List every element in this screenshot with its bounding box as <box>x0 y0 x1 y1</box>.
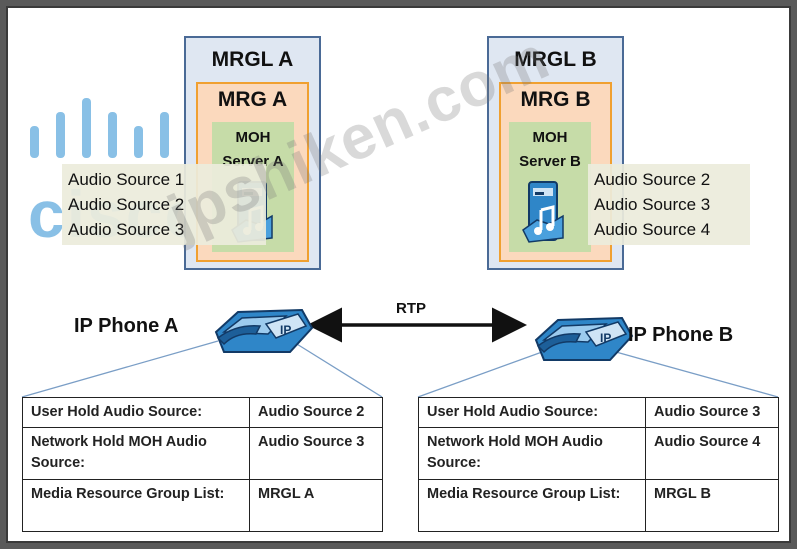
audio-list-a: Audio Source 1 Audio Source 2 Audio Sour… <box>62 164 266 245</box>
mrg-b-label: MRG B <box>520 88 591 111</box>
table-key: Network Hold MOH Audio Source: <box>22 427 250 480</box>
ip-phone-a-label: IP Phone A <box>74 315 179 337</box>
table-row: User Hold Audio Source: Audio Source 2 <box>22 397 383 428</box>
audio-item: Audio Source 2 <box>594 170 711 189</box>
audio-list-b: Audio Source 2 Audio Source 3 Audio Sour… <box>588 164 750 245</box>
moh-server-b-line1: MOH <box>532 129 568 146</box>
moh-server-a-line1: MOH <box>235 129 271 146</box>
table-key: Network Hold MOH Audio Source: <box>418 427 646 480</box>
table-row: Network Hold MOH Audio Source: Audio Sou… <box>418 427 779 480</box>
table-b-connector-right <box>615 351 779 398</box>
table-b-connector-left <box>417 351 543 398</box>
table-key: User Hold Audio Source: <box>22 397 250 428</box>
moh-server-b-line2: Server B <box>519 153 581 170</box>
mrg-a-label: MRG A <box>217 88 288 111</box>
audio-item: Audio Source 2 <box>68 195 185 214</box>
mrgl-b-label: MRGL B <box>514 48 597 71</box>
table-value: Audio Source 4 <box>645 427 779 480</box>
table-key: Media Resource Group List: <box>418 479 646 532</box>
audio-item: Audio Source 3 <box>594 195 711 214</box>
rtp-label: RTP <box>396 300 426 317</box>
diagram-canvas: cisco MRGL A MRG A MOH Server A Au <box>6 6 791 543</box>
ip-phone-a-icon: IP <box>214 308 314 353</box>
table-value: Audio Source 3 <box>645 397 779 428</box>
phone-b-config-table: User Hold Audio Source: Audio Source 3 N… <box>418 397 779 532</box>
ip-phone-a-screen-text: IP <box>280 323 291 337</box>
table-row: Media Resource Group List: MRGL A <box>22 479 383 532</box>
audio-item: Audio Source 4 <box>594 220 711 239</box>
table-key: Media Resource Group List: <box>22 479 250 532</box>
table-value: MRGL B <box>645 479 779 532</box>
ip-phone-b-label: IP Phone B <box>628 324 734 346</box>
moh-server-b-icon <box>522 181 564 243</box>
mrgl-a-label: MRGL A <box>211 48 294 71</box>
table-row: User Hold Audio Source: Audio Source 3 <box>418 397 779 428</box>
connector-layer: IP IP <box>21 307 779 398</box>
table-key: User Hold Audio Source: <box>418 397 646 428</box>
table-a-connector-right <box>291 340 383 398</box>
table-value: Audio Source 2 <box>249 397 383 428</box>
audio-item: Audio Source 1 <box>68 170 185 189</box>
ip-phone-b-screen-text: IP <box>600 331 611 345</box>
table-value: Audio Source 3 <box>249 427 383 480</box>
table-row: Media Resource Group List: MRGL B <box>418 479 779 532</box>
phone-a-config-table: User Hold Audio Source: Audio Source 2 N… <box>22 397 383 532</box>
table-a-connector-left <box>21 340 219 398</box>
moh-server-b-box: MOH Server B <box>509 122 591 252</box>
ip-phone-b-icon: IP <box>534 316 634 361</box>
audio-item: Audio Source 3 <box>68 220 185 239</box>
table-value: MRGL A <box>249 479 383 532</box>
table-row: Network Hold MOH Audio Source: Audio Sou… <box>22 427 383 480</box>
